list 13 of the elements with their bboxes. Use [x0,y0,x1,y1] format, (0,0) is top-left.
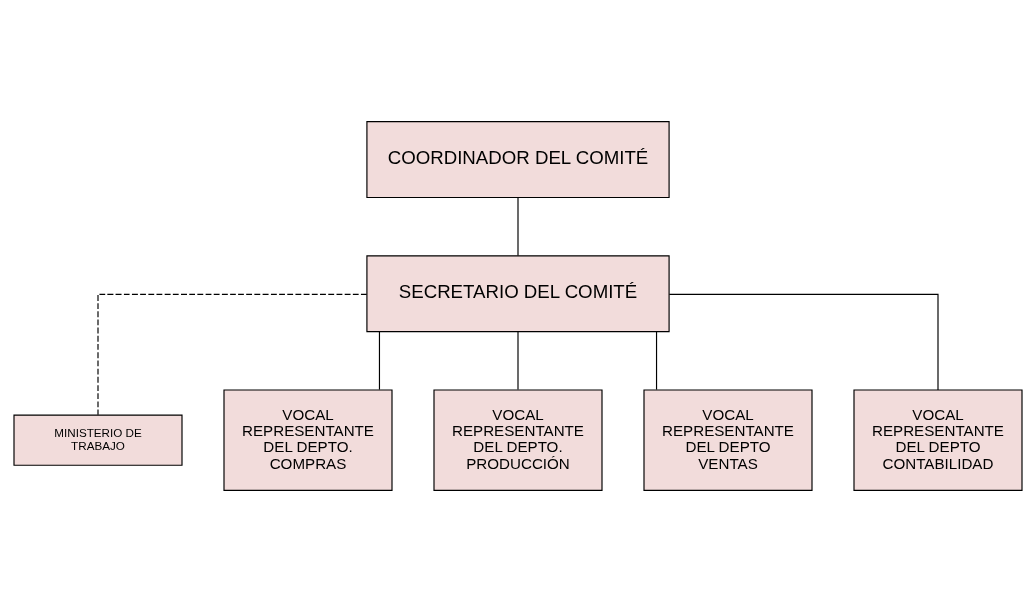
connector [97,293,368,416]
node-box: MINISTERIO DE TRABAJO [13,414,183,466]
node-box: VOCAL REPRESENTANTE DEL DEPTO. COMPRAS [223,389,393,491]
connector [668,293,939,391]
connector [517,197,519,257]
node-box: SECRETARIO DEL COMITÉ [366,255,670,333]
connector [517,331,519,391]
connector [655,331,658,391]
node-box: VOCAL REPRESENTANTE DEL DEPTO. PRODUCCIÓN [433,389,603,491]
node-box: VOCAL REPRESENTANTE DEL DEPTO CONTABILIDAD [853,389,1023,491]
node-box: VOCAL REPRESENTANTE DEL DEPTO VENTAS [643,389,813,491]
node-box: COORDINADOR DEL COMITÉ [366,121,670,199]
connector [378,331,381,391]
